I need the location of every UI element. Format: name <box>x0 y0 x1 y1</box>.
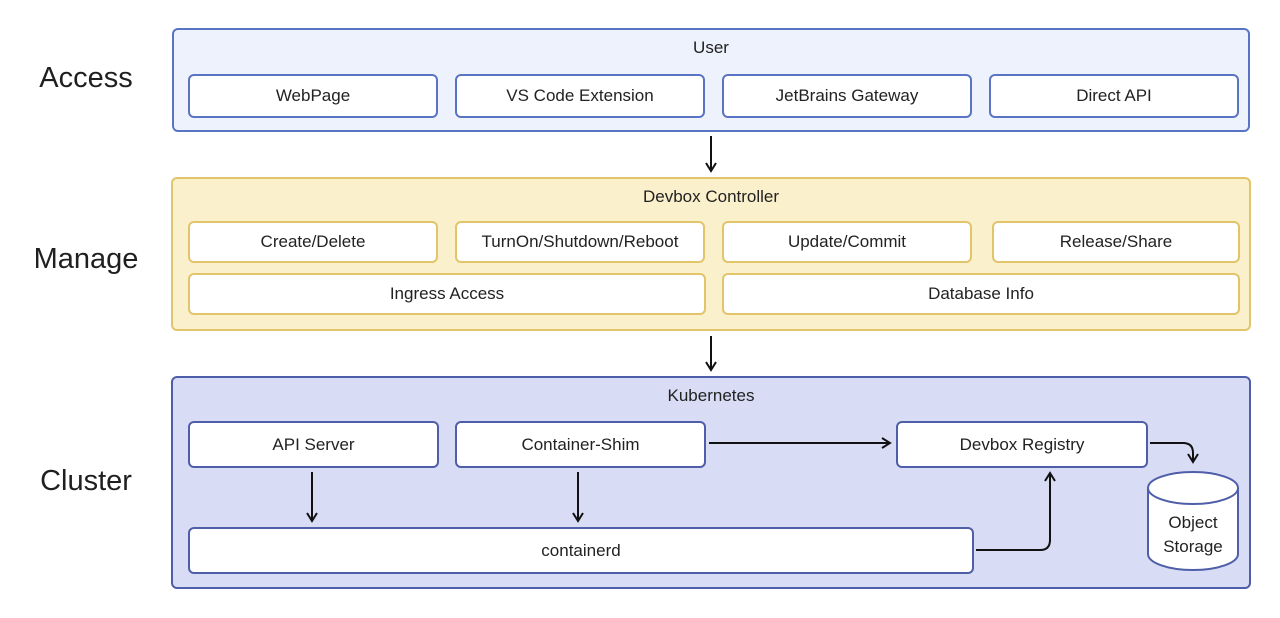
cluster-panel: Kubernetes API Server Container-Shim Dev… <box>171 376 1251 589</box>
object-storage-label: Object Storage <box>1148 511 1238 559</box>
container-shim-box[interactable]: Container-Shim <box>455 421 706 468</box>
turnon-shutdown-reboot-box[interactable]: TurnOn/Shutdown/Reboot <box>455 221 705 263</box>
update-commit-box[interactable]: Update/Commit <box>722 221 972 263</box>
create-delete-box[interactable]: Create/Delete <box>188 221 438 263</box>
layer-label-manage: Manage <box>33 243 139 275</box>
manage-panel: Devbox Controller Create/Delete TurnOn/S… <box>171 177 1251 331</box>
database-info-box[interactable]: Database Info <box>722 273 1240 315</box>
containerd-box[interactable]: containerd <box>188 527 974 574</box>
api-server-box[interactable]: API Server <box>188 421 439 468</box>
devbox-registry-box[interactable]: Devbox Registry <box>896 421 1148 468</box>
ingress-access-box[interactable]: Ingress Access <box>188 273 706 315</box>
access-panel: User WebPage VS Code Extension JetBrains… <box>172 28 1250 132</box>
webpage-box[interactable]: WebPage <box>188 74 438 118</box>
jetbrains-gateway-box[interactable]: JetBrains Gateway <box>722 74 972 118</box>
layer-label-access: Access <box>39 62 133 94</box>
cluster-panel-title: Kubernetes <box>667 386 755 405</box>
access-panel-title: User <box>693 38 729 57</box>
manage-panel-title: Devbox Controller <box>642 187 780 206</box>
vscode-extension-box[interactable]: VS Code Extension <box>455 74 705 118</box>
release-share-box[interactable]: Release/Share <box>992 221 1240 263</box>
object-storage-label-line1: Object <box>1168 513 1218 532</box>
direct-api-box[interactable]: Direct API <box>989 74 1239 118</box>
object-storage-label-line2: Storage <box>1163 537 1223 556</box>
layer-label-cluster: Cluster <box>40 465 132 497</box>
